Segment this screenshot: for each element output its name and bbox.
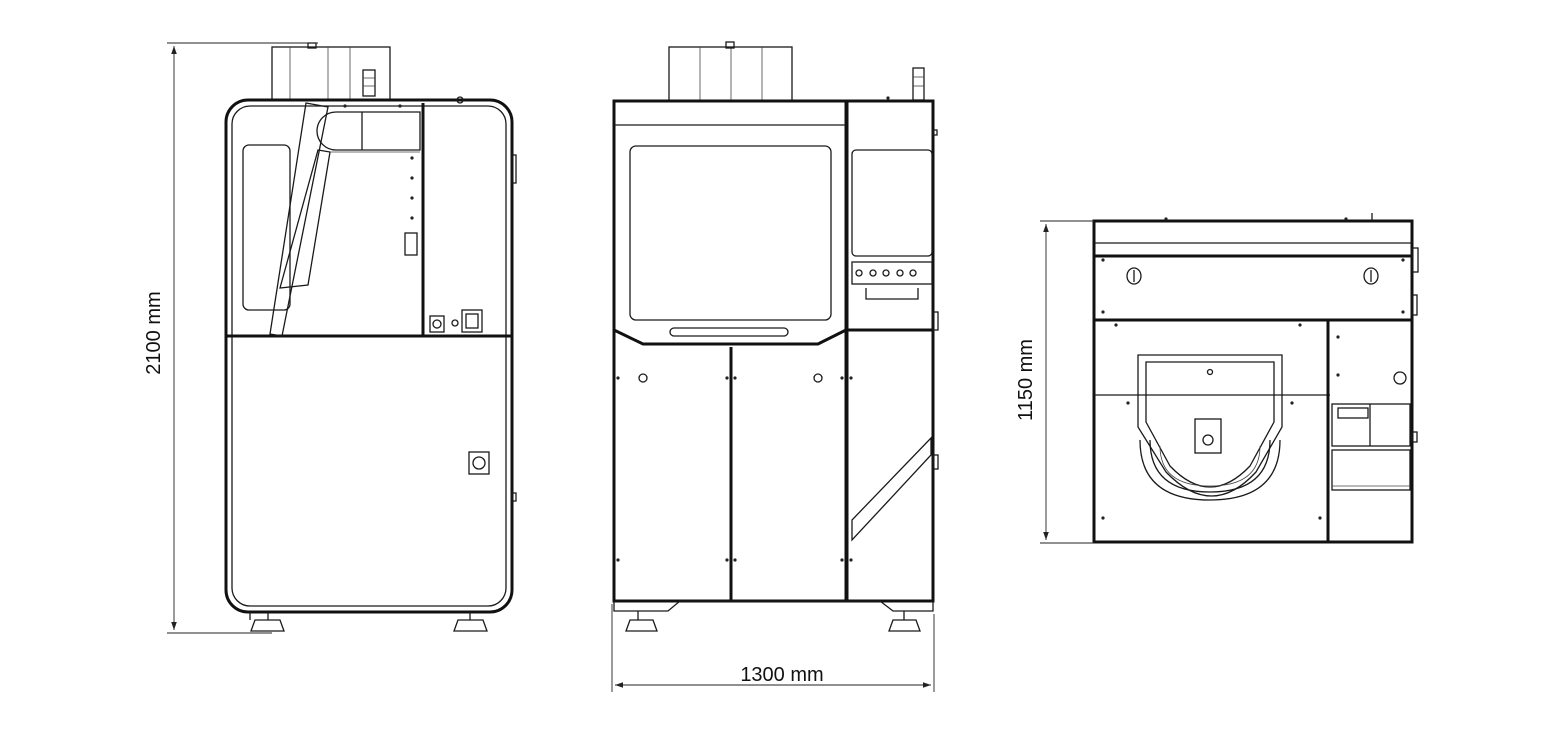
front-view: [612, 41, 939, 632]
depth-dimension: 1150 mm: [1015, 220, 1094, 544]
width-label: 1300 mm: [740, 664, 823, 686]
height-label: 2100 mm: [143, 291, 165, 374]
side-view: [224, 42, 517, 632]
height-dimension: 2100 mm: [143, 42, 318, 634]
depth-label: 1150 mm: [1015, 339, 1037, 421]
top-view: [1092, 213, 1419, 544]
width-dimension: 1300 mm: [611, 604, 935, 692]
